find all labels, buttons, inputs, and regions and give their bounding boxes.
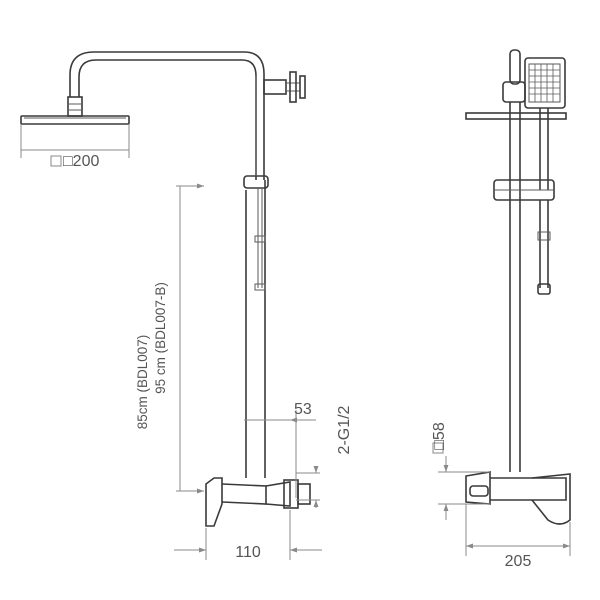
wall-offset-dimension — [244, 410, 316, 498]
mixer-valve — [205, 477, 311, 527]
height-label-2: 95 cm (BDL007-B) — [153, 282, 168, 394]
side-mixer — [465, 471, 571, 525]
thread-label: 2-G1/2 — [336, 405, 353, 454]
head-size-label: □200 — [63, 153, 99, 170]
mixer-depth-label: 110 — [235, 544, 261, 561]
mixer-depth-dimension — [174, 510, 322, 560]
side-square-label: □58 — [431, 422, 448, 450]
hand-shower — [524, 57, 566, 190]
nozzle-grid — [529, 64, 560, 102]
front-view: 85cm (BDL007) 95 cm (BDL007-B) □200 53 2… — [20, 51, 353, 561]
top-wall-bracket — [263, 71, 306, 103]
wall-offset-label: 53 — [294, 401, 312, 418]
shower-arm — [69, 51, 265, 180]
height-label-1: 85cm (BDL007) — [135, 335, 150, 430]
riser-pipe — [243, 76, 269, 478]
side-square-symbol — [432, 442, 444, 454]
square-symbol — [50, 155, 62, 167]
height-dimension — [176, 183, 204, 494]
head-width-dimension — [20, 124, 130, 158]
side-width-dimension — [465, 504, 571, 556]
thread-dimension — [296, 466, 320, 508]
rain-shower-head — [20, 96, 130, 125]
side-width-label: 205 — [505, 553, 532, 570]
side-square-dimension — [438, 456, 490, 520]
side-view: □58 205 — [431, 49, 571, 570]
